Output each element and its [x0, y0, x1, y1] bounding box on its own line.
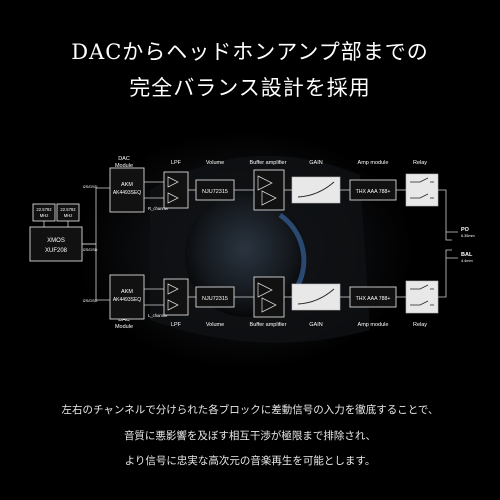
- xmos-label: XMOS: [47, 238, 65, 244]
- clock-2-freq: 22.5792: [60, 207, 76, 212]
- stage-label-bottom-volume: Volume: [206, 322, 224, 328]
- bottom-amp-chip: THX AAA 788+: [356, 296, 391, 302]
- bus-label-mid: I2S/DSD: [83, 248, 98, 252]
- stage-label-top-lpf: LPF: [171, 160, 182, 166]
- top-gain-box: [291, 176, 341, 204]
- headline-line-1: DACからヘッドホンアンプ部までの: [71, 40, 429, 64]
- stage-label-top-volume: Volume: [206, 160, 224, 166]
- bottom-output-line: [438, 249, 452, 298]
- top-buffer-opamp-icons: [257, 175, 277, 206]
- top-gain-curve: [297, 181, 335, 198]
- stage-label-top-dac: DAC: [118, 156, 130, 162]
- knob-blue-glow: [278, 212, 307, 287]
- bottom-gain-box: [291, 283, 341, 311]
- bottom-relay-switch-icons: [410, 284, 434, 306]
- top-lpf-box: [163, 171, 189, 209]
- bus-to-bottom-dac: [82, 243, 110, 301]
- xmos-chip-label: XUF208: [45, 248, 68, 254]
- bottom-dac-chip: AK4493SEQ: [113, 297, 141, 303]
- stage-label-bottom-relay: Relay: [413, 322, 427, 328]
- top-amp-chip: THX AAA 788+: [356, 189, 391, 195]
- xmos-box: [29, 226, 83, 262]
- top-lpf-opamp-icons: [167, 176, 179, 204]
- bus-to-top-dac: [82, 187, 110, 245]
- output-po-size: 6.35mm: [461, 234, 475, 238]
- top-output-line: [438, 189, 452, 241]
- stage-label-top-dac-module: Module: [115, 163, 133, 169]
- top-channel-label: R_channel: [148, 206, 168, 211]
- clock-1-freq: 22.5792: [36, 207, 52, 212]
- top-dac-brand: AKM: [121, 182, 133, 188]
- bottom-lpf-opamp-icons: [167, 283, 179, 311]
- description-line-3: より信号に忠実な高次元の音楽再生を可能とします。: [124, 455, 376, 467]
- output-bal-label: BAL: [461, 252, 473, 258]
- clock-1-unit: MHz: [40, 213, 49, 218]
- stage-label-bottom-gain: GAIN: [309, 322, 322, 328]
- stage-label-top-gain: GAIN: [309, 160, 322, 166]
- top-dac-chip: AK4493SEQ: [113, 190, 141, 196]
- top-relay-switch-icons: [410, 177, 434, 199]
- description-line-2: 音質に悪影響を及ぼす相互干渉が極限まで排除され、: [123, 430, 377, 442]
- bottom-volume-chip: NJU72315: [202, 296, 228, 302]
- bottom-lpf-box: [163, 278, 189, 316]
- stage-label-bottom-dac: DAC: [118, 317, 130, 323]
- clock-2-unit: MHz: [64, 213, 73, 218]
- output-bal-size: 4.4mm: [461, 259, 473, 263]
- stage-label-bottom-lpf: LPF: [171, 322, 182, 328]
- bottom-gain-curve: [297, 288, 335, 305]
- bottom-dac-box: [109, 274, 145, 320]
- bottom-buffer-opamp-icons: [257, 282, 277, 313]
- top-volume-chip: NJU72315: [202, 189, 228, 195]
- top-dac-box: [109, 167, 145, 213]
- stage-label-top-relay: Relay: [413, 160, 427, 166]
- stage-label-top-amp: Amp module: [358, 160, 389, 166]
- bottom-channel-label: L_channel: [148, 313, 167, 318]
- stage-label-bottom-amp: Amp module: [358, 322, 389, 328]
- top-relay-box: [405, 173, 439, 207]
- bottom-relay-box: [405, 280, 439, 314]
- bus-label-top: I2S/DSD: [83, 185, 98, 189]
- stage-label-bottom-dac-module: Module: [115, 324, 133, 330]
- output-branch-lines: [446, 231, 458, 259]
- description-line-1: 左右のチャンネルで分けられた各ブロックに差動信号の入力を徹底することで、: [61, 404, 439, 416]
- stage-label-top-buffer: Buffer amplifier: [250, 160, 287, 166]
- output-po-label: PO: [461, 227, 470, 233]
- bottom-dac-brand: AKM: [121, 289, 133, 295]
- bus-label-bottom: I2S/DSD: [83, 299, 98, 303]
- stage-label-bottom-buffer: Buffer amplifier: [250, 322, 287, 328]
- headline-line-2: 完全バランス設計を採用: [129, 76, 371, 100]
